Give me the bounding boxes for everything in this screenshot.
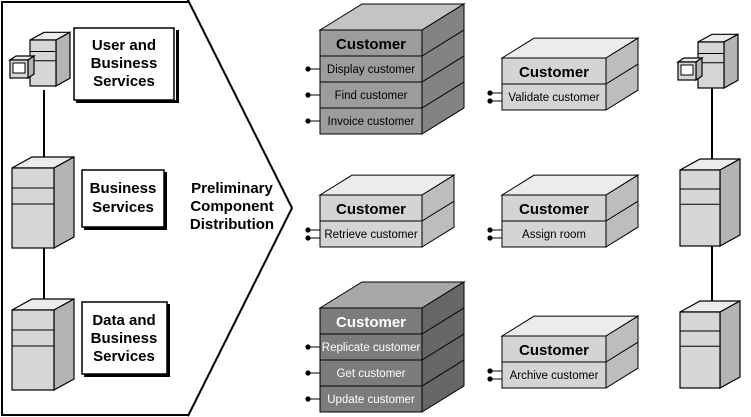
server-icon: [679, 299, 741, 390]
interface-port: [305, 66, 311, 72]
component-title: Customer: [336, 314, 406, 331]
component-operation: Validate customer: [508, 92, 599, 104]
component-title: Customer: [336, 36, 406, 53]
component-operation: Display customer: [327, 64, 415, 76]
server-icon: [11, 155, 75, 250]
component-operation: Assign room: [522, 229, 586, 241]
component-operation: Update customer: [327, 394, 415, 406]
arrow-label: Preliminary Component Distribution: [190, 180, 274, 233]
tier-label-line: User and: [92, 37, 156, 54]
tier-label-line: Data and: [92, 312, 155, 329]
workstation-icon: [676, 33, 739, 90]
tier-label-line: Business: [91, 55, 158, 72]
interface-port: [305, 118, 311, 124]
component-operation: Get customer: [336, 368, 405, 380]
component-title: Customer: [519, 64, 589, 81]
component-title: Customer: [336, 201, 406, 218]
arrow-label-line: Preliminary: [191, 180, 273, 197]
component-title: Customer: [519, 201, 589, 218]
tier-label-line: Business: [90, 180, 157, 197]
server-icon: [679, 157, 741, 248]
arrow-label-line: Distribution: [190, 216, 274, 233]
distribution-arrow: [1, 0, 294, 417]
tier-label-user-business: User and Business Services: [73, 27, 179, 103]
arrow-label-line: Component: [190, 198, 273, 215]
interface-port: [487, 98, 493, 104]
component-operation: Find customer: [335, 90, 408, 102]
tier-label-line: Services: [92, 199, 154, 216]
component-operation: Retrieve customer: [324, 229, 417, 241]
tier-label-business: Business Services: [81, 169, 167, 230]
tier-label-line: Business: [91, 330, 158, 347]
server-icon: [11, 297, 75, 392]
interface-port: [305, 370, 311, 376]
interface-port: [487, 368, 493, 374]
component-operation: Replicate customer: [322, 342, 421, 354]
component-title: Customer: [519, 342, 589, 359]
interface-port: [305, 235, 311, 241]
workstation-icon: [8, 31, 71, 88]
interface-port: [305, 92, 311, 98]
component-operation: Archive customer: [510, 370, 599, 382]
interface-port: [487, 90, 493, 96]
interface-port: [305, 396, 311, 402]
tier-label-line: Services: [93, 73, 155, 90]
interface-port: [487, 376, 493, 382]
component-operation: Invoice customer: [328, 116, 415, 128]
interface-port: [305, 344, 311, 350]
interface-port: [487, 235, 493, 241]
interface-port: [305, 227, 311, 233]
interface-port: [487, 227, 493, 233]
tier-label-line: Services: [93, 348, 155, 365]
tier-label-data-business: Data and Business Services: [81, 301, 170, 377]
